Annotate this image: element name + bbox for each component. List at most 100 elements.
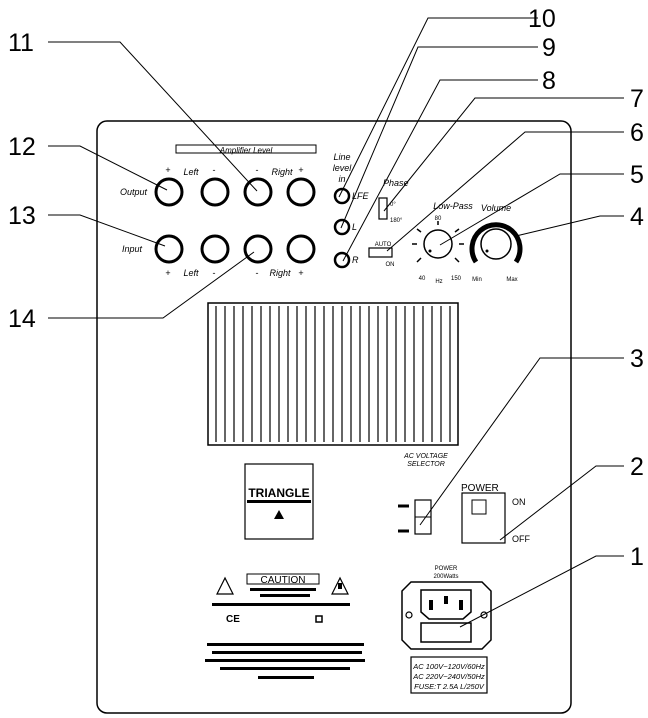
iec-socket [420, 589, 472, 620]
leader-1 [459, 555, 624, 628]
volume-knob [480, 228, 512, 260]
output-plus-right: + [298, 165, 303, 175]
phase-switch [378, 197, 388, 220]
phase-label: Phase [383, 178, 409, 188]
leader-7 [383, 97, 624, 212]
output-jack-right-plus [286, 177, 316, 207]
rating-line-2: AC 220V~240V/50Hz [412, 672, 485, 681]
power-rating-label-2: 200Watts [433, 574, 458, 580]
callout-10: 10 [528, 5, 556, 33]
leader-5 [439, 173, 624, 246]
output-jacks [154, 177, 316, 207]
input-right-label: Right [269, 268, 291, 278]
caution-label: CAUTION [261, 575, 306, 586]
auto-label: AUTO [375, 242, 392, 248]
power-switch-label: POWER [461, 483, 499, 494]
low-pass-ticks [412, 221, 464, 263]
ac-voltage-label-1: AC VOLTAGE [403, 453, 448, 460]
leader-9 [340, 46, 538, 229]
callout-12: 12 [8, 133, 36, 161]
callout-4: 4 [630, 203, 644, 231]
callout-3: 3 [630, 345, 644, 373]
power-on-label: ON [512, 497, 526, 507]
low-pass-40: 40 [419, 276, 426, 282]
callout-13: 13 [8, 202, 36, 230]
leader-8 [342, 79, 538, 262]
input-left-label: Left [183, 268, 199, 278]
fuse-drawer [420, 622, 472, 643]
caution-block: CAUTION CE [205, 573, 365, 679]
line-level-label-2: level [333, 163, 353, 173]
volume-max: Max [506, 277, 517, 283]
inlet-screw-right [480, 611, 488, 619]
input-jack-right-minus [243, 234, 273, 264]
input-jack-left-plus [154, 234, 184, 264]
lfe-label: LFE [352, 191, 370, 201]
volume-label: Volume [481, 203, 511, 213]
brand-triangle-icon [274, 510, 284, 519]
l-jack [333, 218, 351, 236]
callout-1: 1 [630, 543, 644, 571]
low-pass-knob-marker [428, 249, 432, 253]
output-label: Output [120, 187, 148, 197]
rating-box [410, 656, 488, 694]
callout-9: 9 [542, 34, 556, 62]
output-plus-left: + [165, 165, 170, 175]
power-inlet [401, 581, 492, 650]
power-rating-label-1: POWER [435, 566, 458, 572]
ce-mark: CE [226, 614, 240, 625]
ac-voltage-label-2: SELECTOR [407, 461, 445, 468]
output-right-label: Right [271, 167, 293, 177]
callout-14: 14 [8, 305, 36, 333]
output-left-label: Left [183, 167, 199, 177]
output-jack-left-plus [154, 177, 184, 207]
warning-lightning-icon [216, 576, 234, 595]
callout-5: 5 [630, 161, 644, 189]
input-plus-left: + [165, 268, 170, 278]
phase-0-label: 0° [390, 202, 396, 208]
line-level-label-1: Line [333, 152, 350, 162]
l-label: L [352, 222, 357, 232]
lfe-jack [333, 187, 351, 205]
low-pass-knob [423, 229, 453, 259]
low-pass-150: 150 [451, 276, 462, 282]
panel-outline [96, 120, 572, 714]
rating-line-1: AC 100V~120V/60Hz [412, 662, 485, 671]
brand-label: TRIANGLE [244, 463, 314, 540]
leader-12 [48, 145, 168, 191]
rating-line-3: FUSE:T 2.5A L/250V [414, 682, 485, 691]
leader-11 [48, 41, 258, 192]
leader-lines [48, 17, 624, 628]
low-pass-80: 80 [435, 216, 442, 222]
r-label: R [352, 255, 359, 265]
brand-tagline-bar [247, 500, 311, 503]
callout-7: 7 [630, 85, 644, 113]
input-minus-right: - [256, 268, 259, 278]
leader-13 [48, 214, 166, 247]
double-insulation-icon [315, 615, 323, 623]
power-switch-rocker [471, 499, 487, 515]
power-off-label: OFF [512, 534, 530, 544]
callout-8: 8 [542, 67, 556, 95]
low-pass-hz: Hz [435, 279, 442, 285]
volume-min: Min [472, 277, 482, 283]
output-jack-left-minus [200, 177, 230, 207]
low-pass-label: Low-Pass [433, 201, 473, 211]
amplifier-level-label: Amplifier Level [219, 146, 273, 155]
input-label: Input [122, 244, 143, 254]
leader-4 [515, 215, 624, 237]
leader-3 [419, 357, 624, 526]
brand-name: TRIANGLE [248, 486, 309, 500]
amplifier-level-header: Amplifier Level [175, 144, 317, 155]
input-jack-right-plus [286, 234, 316, 264]
input-jack-left-minus [200, 234, 230, 264]
line-level-label-3: in [338, 174, 345, 184]
phase-180-label: 180° [390, 218, 403, 224]
auto-on-label: ON [386, 262, 395, 268]
leader-6 [386, 131, 624, 252]
heatsink [207, 302, 459, 446]
input-minus-left: - [213, 268, 216, 278]
r-jack [333, 251, 351, 269]
leader-14 [48, 251, 255, 319]
